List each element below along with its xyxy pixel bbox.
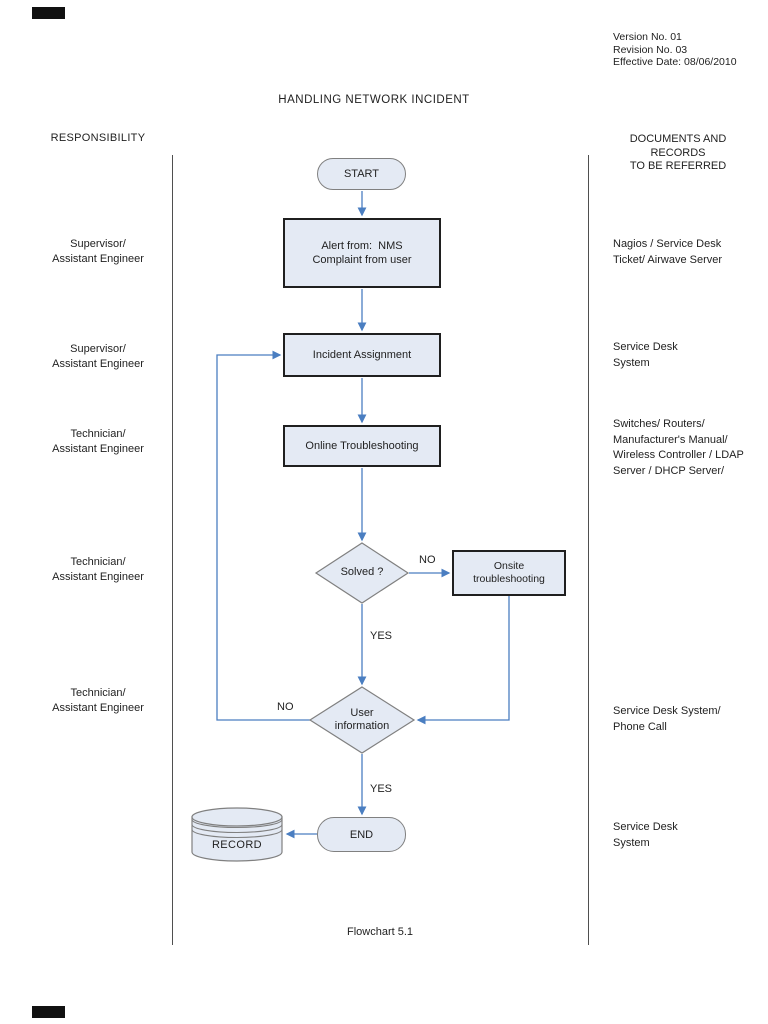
version-info: Version No. 01 Revision No. 03 Effective…: [613, 31, 737, 68]
record-cylinder-label: RECORD: [211, 839, 263, 851]
scan-mark-top: [32, 7, 65, 19]
responsibility-label-5: Technician/ Assistant Engineer: [52, 687, 144, 714]
flowchart-caption: Flowchart 5.1: [346, 926, 414, 938]
documents-label-4: Service Desk System/ Phone Call: [613, 705, 721, 733]
incident-assignment-box: Incident Assignment: [283, 333, 441, 377]
connector-onsite-to-userinfo: [416, 596, 510, 725]
documents-label-3: Switches/ Routers/ Manufacturer's Manual…: [613, 418, 744, 477]
alert-process-box: Alert from: NMS Complaint from user: [283, 218, 441, 288]
user-information-diamond-label: User information: [334, 707, 390, 732]
start-terminator: START: [317, 158, 406, 190]
page-title: HANDLING NETWORK INCIDENT: [278, 94, 470, 106]
solved-diamond-label: Solved ?: [340, 566, 384, 578]
responsibility-label-4: Technician/ Assistant Engineer: [52, 556, 144, 583]
responsibility-label-2: Supervisor/ Assistant Engineer: [52, 343, 144, 370]
online-troubleshooting-box: Online Troubleshooting: [283, 425, 441, 467]
scan-mark-bottom: [32, 1006, 65, 1018]
record-database-cylinder: [191, 807, 283, 862]
documents-label-1: Nagios / Service Desk Ticket/ Airwave Se…: [613, 238, 723, 266]
solved-decision-diamond: [314, 542, 410, 604]
documents-label-2: Service Desk System: [613, 341, 678, 369]
user-information-decision-diamond: [308, 686, 416, 754]
edge-label-yes-solved: YES: [370, 630, 393, 642]
left-column-divider: [172, 155, 173, 945]
responsibility-label-3: Technician/ Assistant Engineer: [52, 428, 144, 455]
responsibility-column-header: RESPONSIBILITY: [50, 132, 146, 144]
right-column-divider: [588, 155, 589, 945]
edge-label-no-loop: NO: [277, 701, 294, 713]
end-terminator: END: [317, 817, 406, 852]
edge-label-no-onsite: NO: [419, 554, 436, 566]
connector-userinfo-no-loop-to-incident: [216, 350, 310, 721]
documents-column-header: DOCUMENTS AND RECORDS TO BE REFERRED: [629, 133, 727, 172]
onsite-troubleshooting-box: Onsite troubleshooting: [452, 550, 566, 596]
edge-label-yes-end: YES: [370, 783, 393, 795]
responsibility-label-1: Supervisor/ Assistant Engineer: [52, 238, 144, 265]
documents-label-5: Service Desk System: [613, 821, 678, 849]
